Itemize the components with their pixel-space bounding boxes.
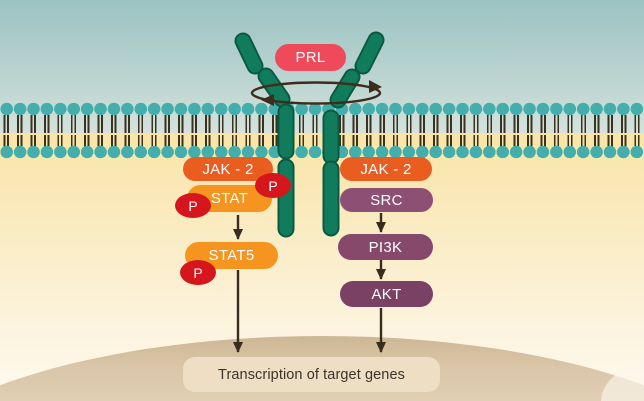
receptor-chain-right [322, 31, 385, 237]
rotation-arrow [250, 80, 382, 106]
phospho-badge-stat5: P [180, 260, 216, 285]
flow-arrows [233, 213, 386, 353]
phospho-badge-stat: P [175, 193, 211, 218]
node-jak2-right-label: JAK - 2 [360, 160, 412, 178]
transcription-output-label: Transcription of target genes [218, 366, 405, 383]
ligand-prl: PRL [275, 44, 346, 71]
node-pi3k: PI3K [338, 234, 433, 260]
node-akt-label: AKT [371, 285, 402, 303]
transcription-output-box: Transcription of target genes [183, 357, 440, 392]
node-pi3k-label: PI3K [368, 238, 403, 256]
node-stat-label: STAT [210, 190, 249, 207]
phospho-badge-label: P [193, 264, 203, 281]
ligand-prl-label: PRL [295, 49, 326, 66]
phospho-badge-label: P [188, 197, 198, 214]
lipid-heads-outer [0, 102, 644, 116]
node-jak2-left-label: JAK - 2 [202, 160, 254, 178]
node-jak2-right: JAK - 2 [340, 157, 432, 181]
phospho-badge-label: P [268, 177, 278, 194]
node-stat5: STAT5 [185, 242, 278, 269]
lipid-heads-inner [0, 145, 644, 159]
node-src: SRC [340, 188, 433, 212]
node-akt: AKT [340, 281, 433, 307]
node-src-label: SRC [370, 191, 403, 209]
phospho-badge-jak-stat: P [255, 173, 291, 198]
node-stat5-label: STAT5 [208, 247, 255, 264]
